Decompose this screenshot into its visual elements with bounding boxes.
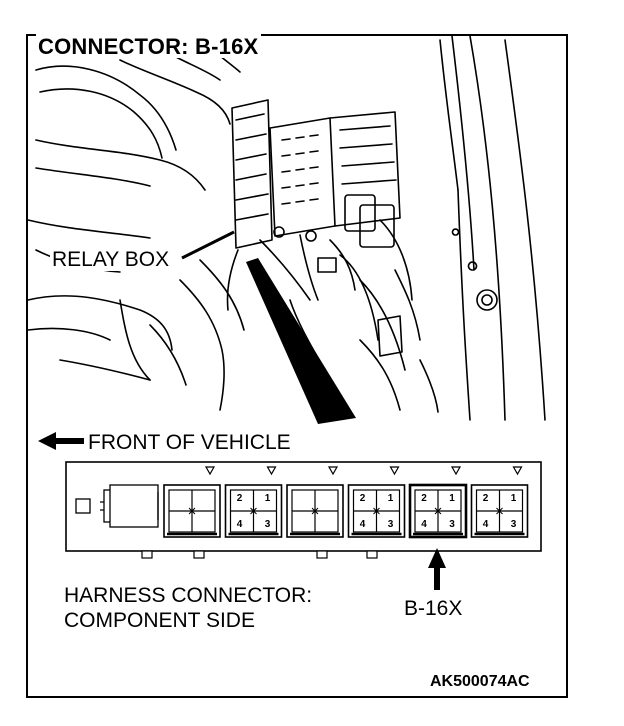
orientation-marker bbox=[204, 466, 216, 476]
connector-cavity: 2 1 4 3 bbox=[470, 466, 529, 538]
pin-number: 1 bbox=[388, 493, 394, 504]
pin-number: 2 bbox=[237, 493, 243, 504]
orientation-marker bbox=[450, 466, 462, 476]
orientation-marker bbox=[327, 466, 339, 476]
pin-number: 4 bbox=[360, 519, 366, 530]
pin-number: 3 bbox=[449, 519, 455, 530]
pin-number: 2 bbox=[483, 493, 489, 504]
connector-cavity bbox=[163, 466, 221, 538]
pin-number: 3 bbox=[388, 519, 394, 530]
engine-bay-illustration bbox=[27, 35, 546, 421]
pin-number: 2 bbox=[360, 493, 366, 504]
arrow-up-icon bbox=[428, 548, 446, 590]
connector-cavity: 2 1 4 3 bbox=[224, 466, 283, 538]
relay-box-label: RELAY BOX bbox=[50, 248, 172, 271]
orientation-marker bbox=[389, 466, 400, 476]
front-of-vehicle-label: FRONT OF VEHICLE bbox=[88, 431, 291, 454]
pin-number: 3 bbox=[511, 519, 517, 530]
pin-number: 2 bbox=[421, 493, 427, 504]
drawing-code: AK500074AC bbox=[430, 673, 530, 690]
pin-number: 1 bbox=[265, 493, 271, 504]
arrow-left-icon bbox=[38, 432, 84, 450]
pin-number: 1 bbox=[511, 493, 517, 504]
relay-box-pointer bbox=[181, 230, 235, 260]
orientation-marker bbox=[512, 466, 523, 476]
diagram-frame bbox=[26, 34, 568, 698]
pin-number: 3 bbox=[265, 519, 271, 530]
pin-number: 1 bbox=[449, 493, 455, 504]
connector-callout-label: B-16X bbox=[404, 597, 463, 620]
connector-cavity: 2 1 4 3 bbox=[408, 466, 468, 539]
page-title: CONNECTOR: B-16X bbox=[36, 34, 262, 58]
pin-number: 4 bbox=[483, 519, 489, 530]
orientation-marker bbox=[266, 466, 277, 476]
component-side-label: COMPONENT SIDE bbox=[64, 609, 255, 632]
connector-location-wedge bbox=[246, 258, 356, 424]
pin-number: 4 bbox=[421, 519, 427, 530]
pin-number: 4 bbox=[237, 519, 243, 530]
connector-cavities: 2 1 4 3 2 1 4 3 2 1 4 3 2 1 4 3 bbox=[163, 466, 529, 539]
harness-connector-label: HARNESS CONNECTOR: bbox=[64, 584, 313, 607]
connector-cavity: 2 1 4 3 bbox=[347, 466, 406, 538]
connector-cavity bbox=[286, 466, 344, 538]
